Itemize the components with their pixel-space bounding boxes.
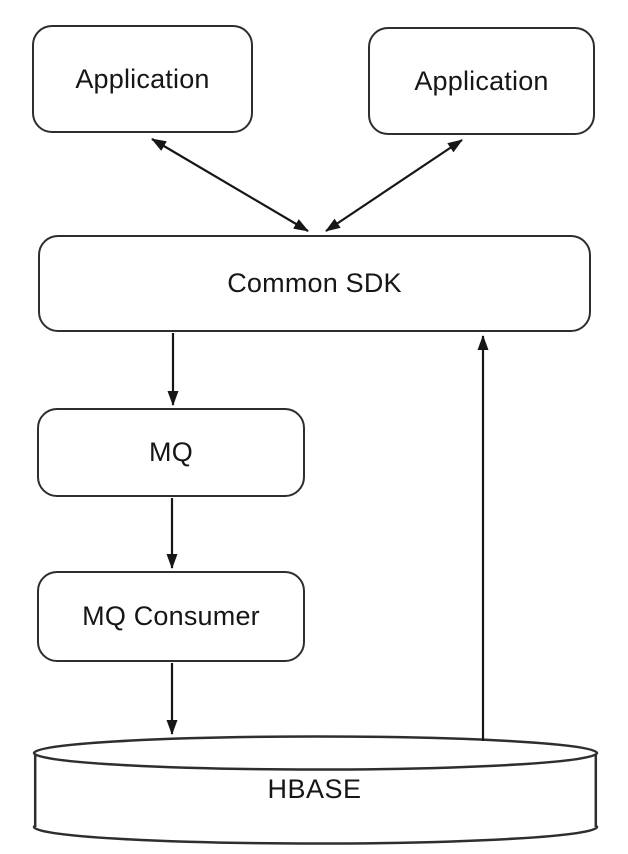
node-mq-consumer-label: MQ Consumer (82, 601, 260, 631)
node-common-sdk: Common SDK (38, 235, 591, 332)
node-application-left-label: Application (75, 63, 210, 94)
node-mq-label: MQ (149, 437, 193, 467)
node-common-sdk-label: Common SDK (227, 268, 402, 298)
edge-appleft-commonsdk (151, 138, 309, 232)
node-mq-consumer: MQ Consumer (37, 571, 305, 662)
node-application-right: Application (368, 27, 595, 135)
node-application-left: Application (32, 25, 253, 133)
node-hbase-label: HBASE (267, 774, 362, 804)
node-mq: MQ (37, 408, 305, 497)
node-application-right-label: Application (414, 65, 549, 96)
edge-appright-commonsdk (325, 139, 463, 232)
